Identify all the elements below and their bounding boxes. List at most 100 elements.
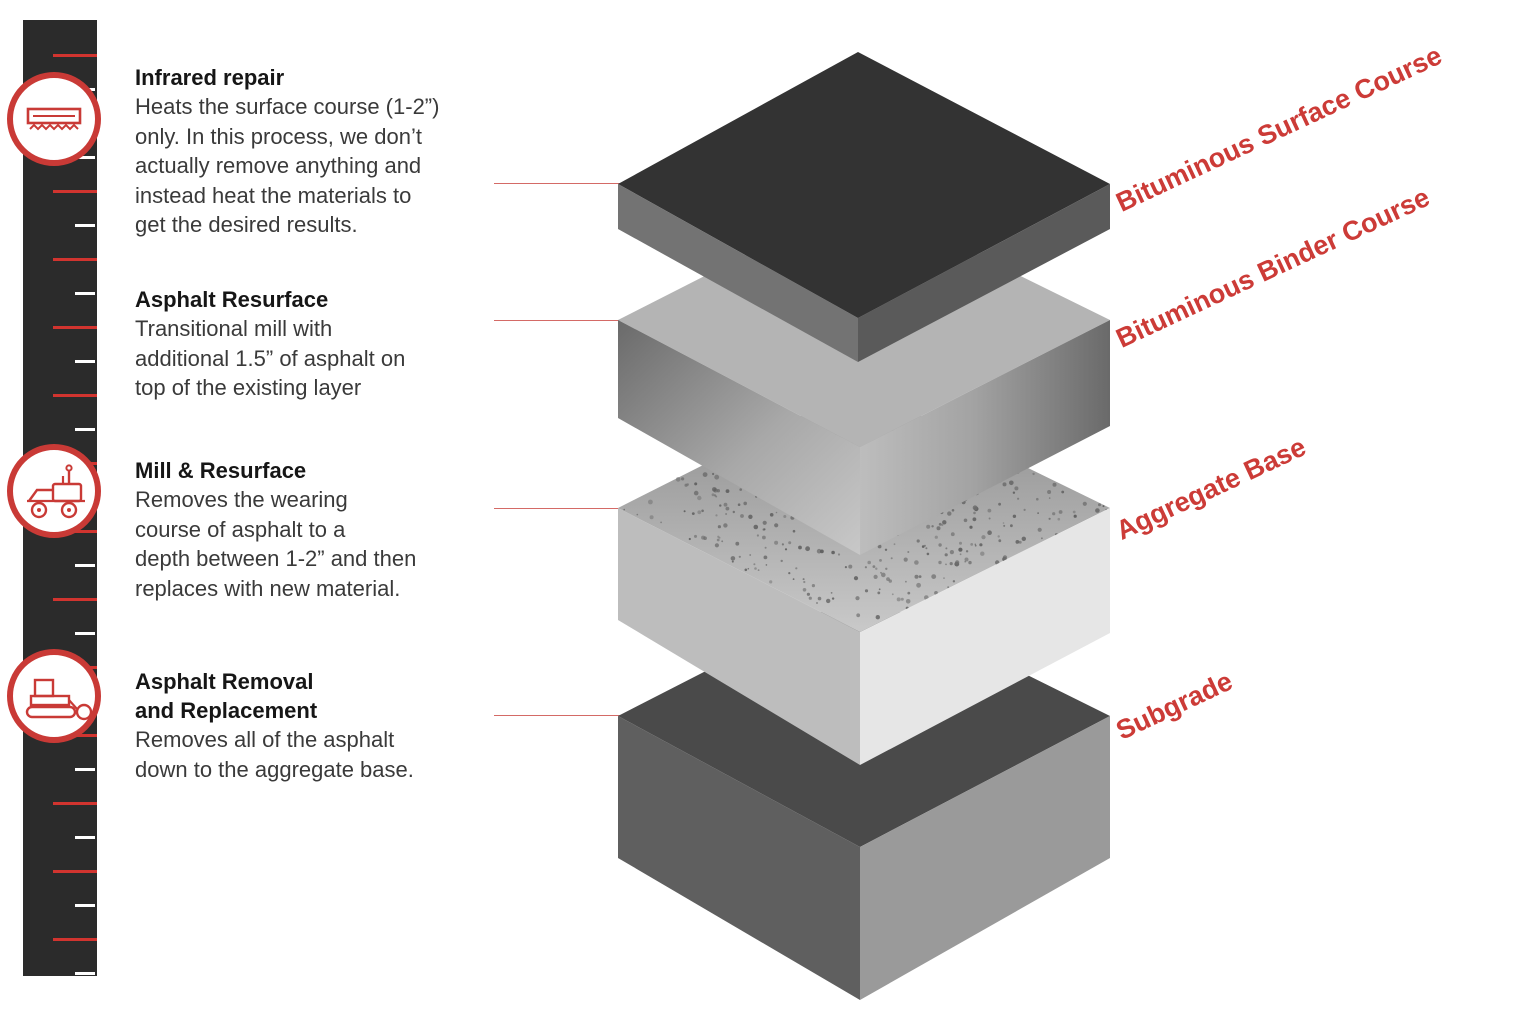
description-line: course of asphalt to a	[135, 516, 346, 542]
aggregate-speckle	[1002, 522, 1005, 524]
aggregate-right-face	[860, 508, 1110, 765]
aggregate-speckle	[1073, 514, 1077, 518]
aggregate-speckle	[732, 510, 735, 514]
description-line: Removes all of the asphalt	[135, 727, 395, 752]
aggregate-speckle	[938, 560, 942, 565]
aggregate-left-face	[618, 508, 860, 765]
ruler-tick-minor	[75, 836, 95, 839]
ruler-tick-major	[53, 54, 97, 57]
binder-right-face	[860, 320, 1110, 555]
aggregate-speckle	[949, 550, 955, 555]
aggregate-speckle	[914, 574, 919, 579]
aggregate-speckle	[1082, 501, 1087, 506]
ruler-tick-minor	[75, 972, 95, 975]
aggregate-speckle	[942, 520, 947, 525]
aggregate-speckle	[974, 544, 977, 547]
aggregate-speckle	[988, 517, 991, 520]
aggregate-speckle	[907, 551, 910, 553]
bulldozer-icon	[25, 678, 93, 721]
aggregate-speckle	[830, 592, 833, 594]
aggregate-speckle	[944, 553, 948, 557]
aggregate-speckle	[788, 541, 792, 545]
aggregate-speckle	[890, 557, 893, 560]
aggregate-speckle	[754, 567, 757, 570]
aggregate-speckle	[938, 522, 942, 526]
aggregate-speckle	[998, 502, 1001, 506]
aggregate-speckle	[1095, 508, 1100, 513]
aggregate-speckle	[873, 574, 878, 580]
aggregate-speckle	[1052, 482, 1057, 487]
ruler-tick-minor	[75, 904, 95, 907]
aggregate-speckle	[1018, 540, 1022, 544]
surface-left-face	[618, 184, 858, 362]
aggregate-speckle	[762, 528, 765, 531]
aggregate-speckle	[943, 577, 945, 579]
aggregate-speckle	[963, 518, 968, 523]
leader-line-aggregate	[494, 508, 621, 509]
aggregate-speckle	[878, 588, 881, 591]
description-line: get the desired results.	[135, 212, 358, 237]
aggregate-speckle	[739, 488, 742, 491]
ruler-tick-minor	[75, 224, 95, 227]
aggregate-speckle	[803, 580, 806, 584]
aggregate-speckle	[802, 588, 807, 592]
aggregate-speckle	[811, 584, 816, 588]
aggregate-speckle	[1052, 512, 1056, 516]
layer-block-surface-course	[618, 52, 1110, 362]
description-line: actually remove anything and	[135, 153, 422, 178]
aggregate-speckle	[881, 572, 886, 578]
description-line: replaces with new material.	[135, 575, 401, 601]
aggregate-speckle	[723, 502, 728, 507]
aggregate-speckle	[916, 539, 920, 543]
subgrade-left-face	[618, 716, 860, 1000]
ruler-tick-minor	[75, 292, 95, 295]
aggregate-speckle	[831, 597, 835, 600]
aggregate-speckle	[875, 567, 878, 570]
method-description: Removes all of the asphalt down to the a…	[135, 725, 495, 784]
aggregate-speckle	[931, 525, 934, 528]
aggregate-speckle	[886, 577, 890, 581]
aggregate-speckle	[784, 548, 788, 551]
aggregate-speckle	[725, 506, 730, 511]
aggregate-speckle	[987, 530, 992, 535]
method-title: Asphalt Removal and Replacement	[135, 667, 495, 725]
aggregate-speckle	[749, 554, 752, 556]
aggregate-speckle	[934, 535, 938, 539]
aggregate-speckle	[831, 550, 835, 555]
method-title: Infrared repair	[135, 65, 285, 90]
aggregate-speckle	[1072, 510, 1076, 514]
aggregate-speckle	[712, 472, 715, 476]
aggregate-speckle	[774, 523, 779, 528]
removal-replacement-badge	[7, 649, 101, 743]
aggregate-speckle	[762, 535, 766, 540]
ruler-tick-minor	[75, 428, 95, 431]
ruler-tick-major	[53, 598, 97, 601]
aggregate-speckle	[853, 576, 859, 581]
aggregate-speckle	[855, 596, 860, 601]
aggregate-speckle	[968, 560, 972, 565]
aggregate-speckle	[725, 489, 730, 493]
aggregate-speckle	[952, 580, 956, 583]
aggregate-speckle	[1061, 490, 1065, 494]
aggregate-speckle	[808, 596, 812, 600]
aggregate-speckle	[711, 493, 715, 497]
aggregate-speckle	[973, 511, 976, 515]
aggregate-speckle	[926, 524, 931, 529]
aggregate-speckle	[648, 499, 653, 505]
description-line: down to the aggregate base.	[135, 756, 414, 782]
method-mill-resurface: Mill & Resurface Removes the wearing cou…	[135, 456, 495, 603]
description-line: only. In this process, we don’t	[135, 123, 422, 149]
method-asphalt-resurface: Asphalt Resurface Transitional mill with…	[135, 285, 495, 403]
aggregate-speckle	[981, 535, 986, 540]
aggregate-speckle	[877, 544, 882, 549]
aggregate-speckle	[788, 572, 791, 575]
aggregate-speckle	[740, 514, 744, 518]
aggregate-speckle	[844, 566, 848, 569]
aggregate-speckle	[997, 535, 1000, 538]
aggregate-speckle	[880, 571, 882, 574]
infrared-repair-badge	[7, 72, 101, 166]
aggregate-speckle	[950, 532, 955, 537]
aggregate-speckle	[877, 591, 881, 595]
aggregate-speckle	[765, 564, 768, 566]
